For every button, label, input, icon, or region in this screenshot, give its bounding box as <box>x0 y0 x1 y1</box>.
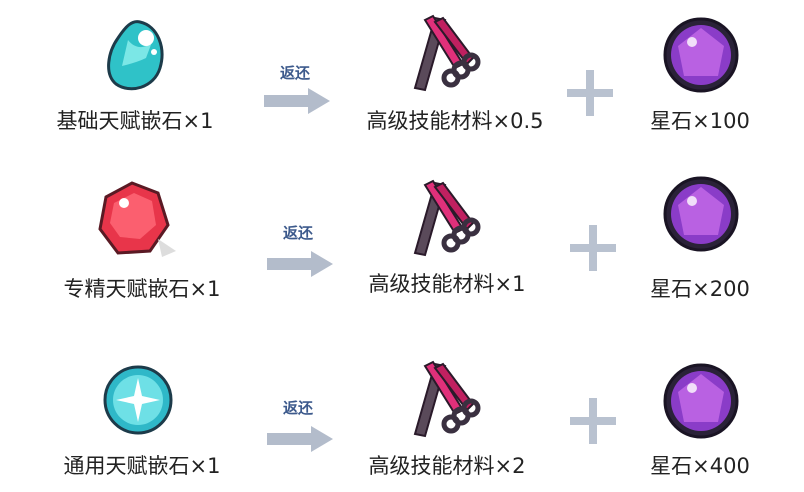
source-label: 基础天赋嵌石×1 <box>56 109 214 133</box>
material-label: 高级技能材料×1 <box>368 272 526 296</box>
plus-icon <box>570 398 616 444</box>
skill-material-icon <box>413 179 481 257</box>
arrow-right-icon <box>264 88 330 114</box>
material-label: 高级技能材料×0.5 <box>366 109 544 133</box>
star-stone-icon <box>663 363 739 439</box>
star-stone-label: 星石×400 <box>650 454 750 478</box>
arrow-right-icon <box>267 426 333 452</box>
plus-icon <box>567 70 613 116</box>
star-stone-label: 星石×200 <box>650 277 750 301</box>
star-stone-label: 星石×100 <box>650 109 750 133</box>
return-label: 返还 <box>279 64 311 82</box>
plus-icon <box>570 225 616 271</box>
material-label: 高级技能材料×2 <box>368 454 526 478</box>
teal-gem-icon <box>107 20 164 91</box>
conversion-row-2: 专精天赋嵌石×1 返还 高级技能材料×1 星石×200 <box>0 165 804 315</box>
source-label: 专精天赋嵌石×1 <box>63 277 221 301</box>
skill-material-icon <box>413 360 481 438</box>
return-label: 返还 <box>282 399 314 417</box>
star-stone-icon <box>663 176 739 252</box>
source-label: 通用天赋嵌石×1 <box>63 454 221 478</box>
return-label: 返还 <box>282 224 314 242</box>
round-teal-gem-icon <box>103 365 173 435</box>
arrow-right-icon <box>267 251 333 277</box>
red-gem-icon <box>98 181 176 257</box>
conversion-row-1: 基础天赋嵌石×1 返还 高级技能材料×0.5 星石×100 <box>0 0 804 150</box>
star-stone-icon <box>663 17 739 93</box>
conversion-row-3: 通用天赋嵌石×1 返还 高级技能材料×2 星石×400 <box>0 340 804 490</box>
skill-material-icon <box>413 14 481 92</box>
